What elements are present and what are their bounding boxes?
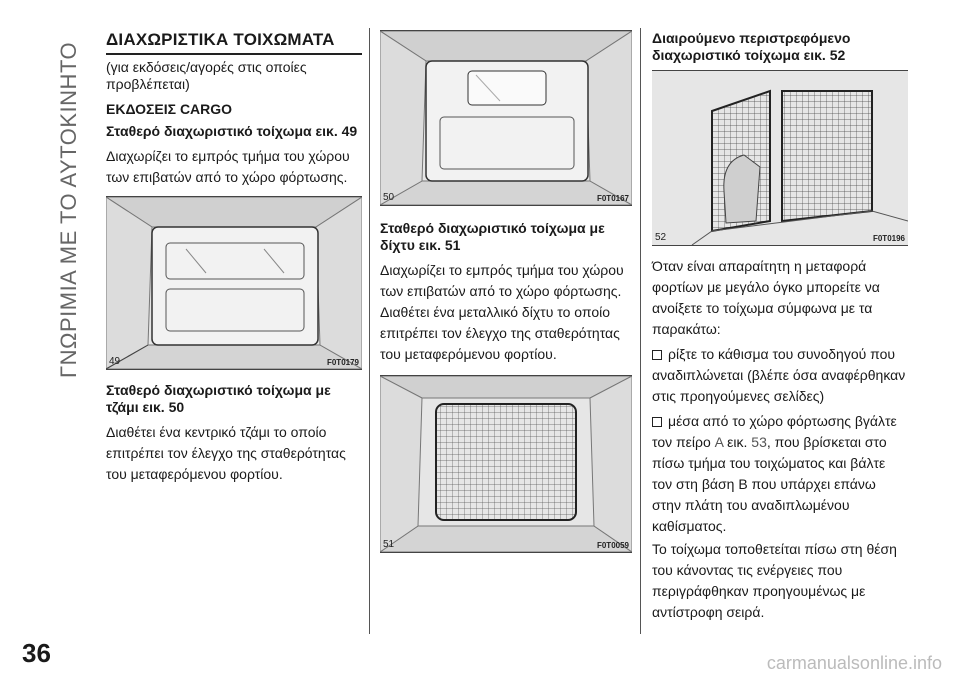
section-subtitle: (για εκδόσεις/αγορές στις οποίες προβλέπ… [106, 59, 307, 92]
figure-52: 52 F0T0196 [652, 70, 908, 246]
figure-50: 50 F0T0167 [380, 30, 632, 206]
figure-number: 50 [383, 192, 395, 203]
column-3: Διαιρούμενο περιστρεφόμενο διαχωριστικό … [652, 30, 908, 623]
chapter-side-title: ΓΝΩΡΙΜΙΑ ΜΕ ΤΟ ΑΥΤΟΚΙΝΗΤΟ [56, 41, 81, 378]
pin-reference: A [714, 434, 724, 450]
page-number: 36 [22, 638, 51, 668]
solid-partition-illustration [106, 197, 362, 369]
net-partition-illustration [380, 376, 632, 552]
step-2: μέσα από το χώρο φόρτωσης βγάλτε τον πεί… [652, 411, 908, 537]
figure-number: 51 [383, 539, 395, 550]
fixed-partition-heading: Σταθερό διαχωριστικό τοίχωμα εικ. 49 [106, 123, 358, 139]
step-1: ρίξτε το κάθισμα του συνοδηγού που αναδι… [652, 344, 908, 407]
figure-abbrev: εικ. [727, 434, 748, 450]
checkbox-bullet-icon [652, 417, 662, 427]
intro-text: Όταν είναι απαραίτητη η μεταφορά φορτίων… [652, 258, 880, 337]
checkbox-bullet-icon [652, 350, 662, 360]
outro-text: Το τοίχωμα τοποθετείται πίσω στη θέση το… [652, 541, 897, 620]
step-1-text: ρίξτε το κάθισμα του συνοδηγού που αναδι… [652, 346, 906, 404]
step-2-text: μέσα από το χώρο φόρτωσης βγάλτε τον πεί… [652, 413, 897, 450]
column-divider [640, 28, 641, 634]
figure-code: F0T0059 [596, 541, 629, 550]
figure-code: F0T0179 [326, 358, 359, 367]
folding-partition-illustration [652, 71, 908, 245]
net-partition-heading: Σταθερό διαχωριστικό τοίχωμα με δίχτυ ει… [380, 220, 605, 253]
figure-code: F0T0196 [872, 234, 905, 243]
section-title: ΔΙΑΧΩΡΙΣΤΙΚΑ ΤΟΙΧΩΜΑΤΑ [106, 30, 362, 55]
figure-49: 49 F0T0179 [106, 196, 362, 370]
column-2: 50 F0T0167 Σταθερό διαχωριστικό τοίχωμα … [380, 30, 632, 553]
cargo-heading: ΕΚΔΟΣΕΙΣ CARGO [106, 101, 233, 117]
net-partition-text: Διαχωρίζει το εμπρός τμήμα του χώρου των… [380, 262, 624, 362]
figure-code: F0T0167 [596, 194, 629, 203]
watermark: carmanualsonline.info [766, 653, 942, 673]
column-divider [369, 28, 370, 634]
figure-number: 52 [655, 232, 667, 243]
fixed-partition-text: Διαχωρίζει το εμπρός τμήμα του χώρου των… [106, 148, 350, 185]
glass-partition-text: Διαθέτει ένα κεντρικό τζάμι το οποίο επι… [106, 424, 346, 482]
column-1: ΔΙΑΧΩΡΙΣΤΙΚΑ ΤΟΙΧΩΜΑΤΑ (για εκδόσεις/αγο… [106, 30, 362, 485]
glass-partition-heading: Σταθερό διαχωριστικό τοίχωμα με τζάμι ει… [106, 382, 331, 415]
figure-reference: 53 [751, 434, 767, 450]
figure-number: 49 [109, 356, 121, 367]
folding-partition-heading: Διαιρούμενο περιστρεφόμενο διαχωριστικό … [652, 30, 851, 63]
figure-51: 51 F0T0059 [380, 375, 632, 553]
glass-partition-illustration [380, 31, 632, 205]
step-2-text-cont: , που βρίσκεται στο πίσω τμήμα του τοιχώ… [652, 434, 887, 534]
